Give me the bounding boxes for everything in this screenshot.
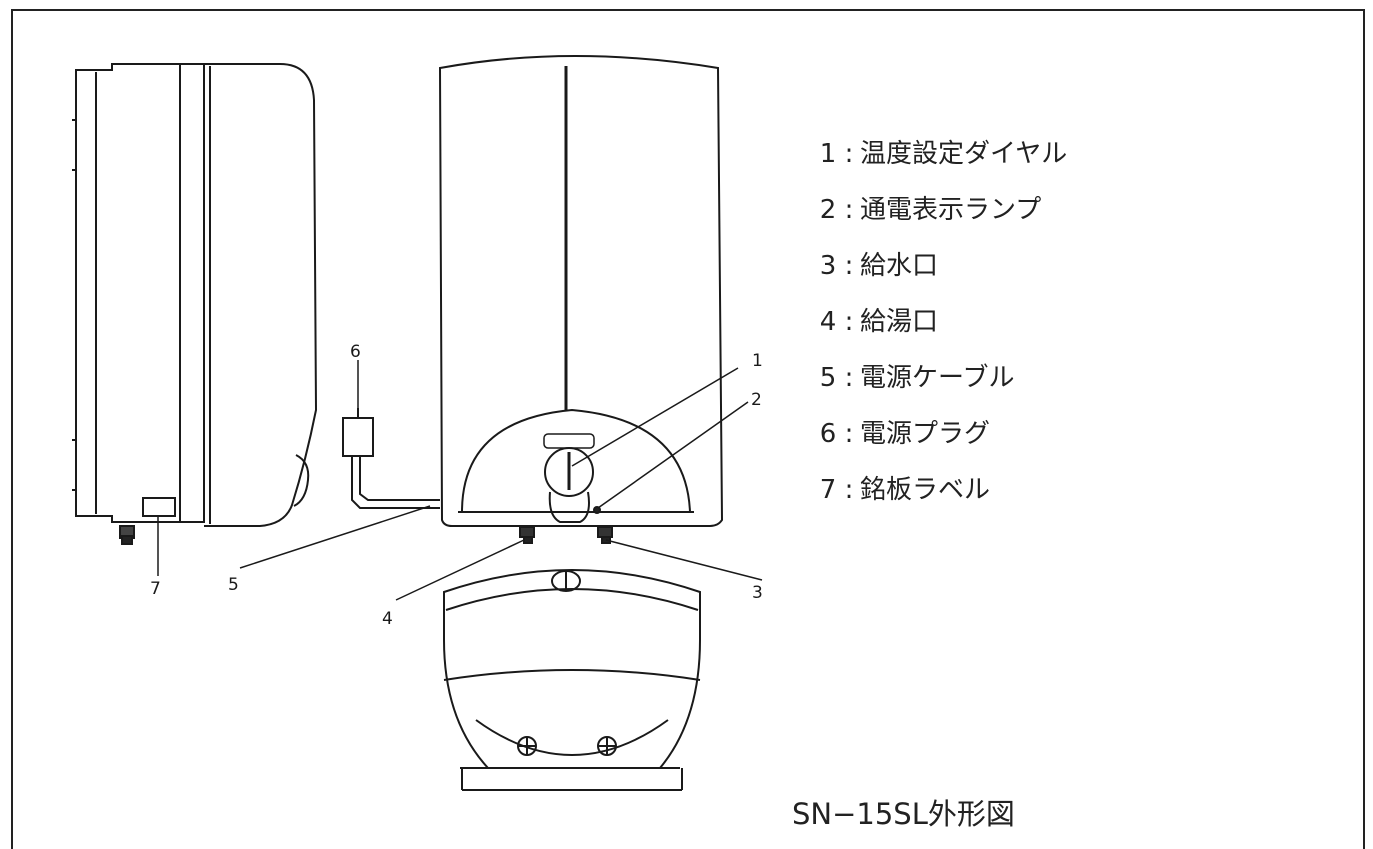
callout-3: 3 (752, 583, 763, 603)
leader-lines (157, 360, 763, 601)
legend-label: 給水口 (860, 251, 939, 281)
callout-2: 2 (751, 390, 762, 410)
legend-item: 2:通電表示ランプ (818, 186, 1067, 242)
legend-label: 電源ケーブル (860, 363, 1015, 393)
front-view (438, 55, 724, 544)
callout-1: 1 (752, 351, 763, 371)
legend-label: 通電表示ランプ (860, 195, 1042, 225)
side-view (72, 63, 318, 545)
legend-separator: : (844, 251, 854, 281)
power-cable (342, 408, 440, 509)
legend-item: 7:銘板ラベル (818, 466, 1067, 522)
legend-separator: : (844, 195, 854, 225)
legend-item: 3:給水口 (818, 242, 1067, 298)
legend-number: 3 (819, 251, 837, 281)
diagram-frame (11, 9, 1365, 849)
legend-number: 5 (819, 363, 837, 393)
legend-label: 給湯口 (860, 307, 939, 337)
legend-number: 6 (819, 419, 837, 449)
legend-label: 銘板ラベル (860, 475, 991, 505)
legend-number: 4 (819, 307, 837, 337)
legend-item: 1:温度設定ダイヤル (818, 130, 1068, 186)
legend-separator: : (844, 419, 854, 449)
legend-item: 4:給湯口 (818, 298, 1067, 354)
callout-4: 4 (382, 609, 393, 629)
legend-item: 6:電源プラグ (818, 410, 1067, 466)
callout-5: 5 (228, 575, 239, 595)
callout-6: 6 (350, 342, 361, 362)
legend-separator: : (844, 475, 854, 505)
parts-legend: 1:温度設定ダイヤル 2:通電表示ランプ 3:給水口 4:給湯口 5:電源ケーブ… (818, 130, 1068, 522)
legend-separator: : (844, 139, 854, 169)
legend-item: 5:電源ケーブル (818, 354, 1067, 410)
diagram-caption: SN−15SL外形図 (792, 797, 1015, 831)
legend-label: 電源プラグ (860, 419, 991, 449)
legend-separator: : (844, 307, 854, 337)
legend-separator: : (844, 363, 854, 393)
bottom-view (443, 569, 701, 791)
legend-number: 2 (819, 195, 837, 225)
legend-number: 7 (819, 475, 837, 505)
legend-label: 温度設定ダイヤル (860, 139, 1068, 169)
legend-number: 1 (819, 139, 837, 169)
callout-7: 7 (150, 579, 161, 599)
